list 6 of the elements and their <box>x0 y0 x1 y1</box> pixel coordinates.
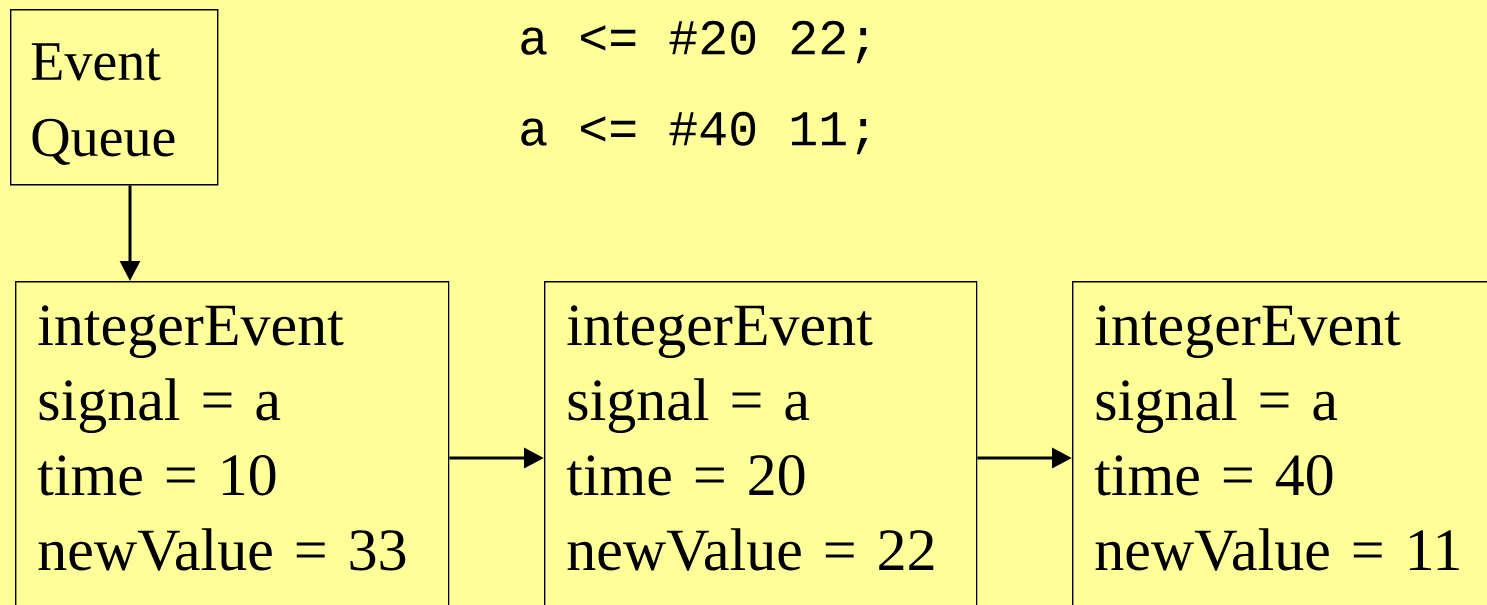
event-record-box: integerEvent signal = a time = 20 newValue = 22 <box>544 281 978 605</box>
code-line: a <= #40 11; <box>521 111 868 155</box>
event-record-box: integerEvent signal = a time = 10 newValue = 33 <box>15 281 450 605</box>
event-record-box: integerEvent signal = a time = 40 newValue = 11 <box>1072 281 1487 605</box>
queue-box: Event Queue <box>10 9 219 186</box>
code-line: a <= #20 22; <box>521 20 868 64</box>
